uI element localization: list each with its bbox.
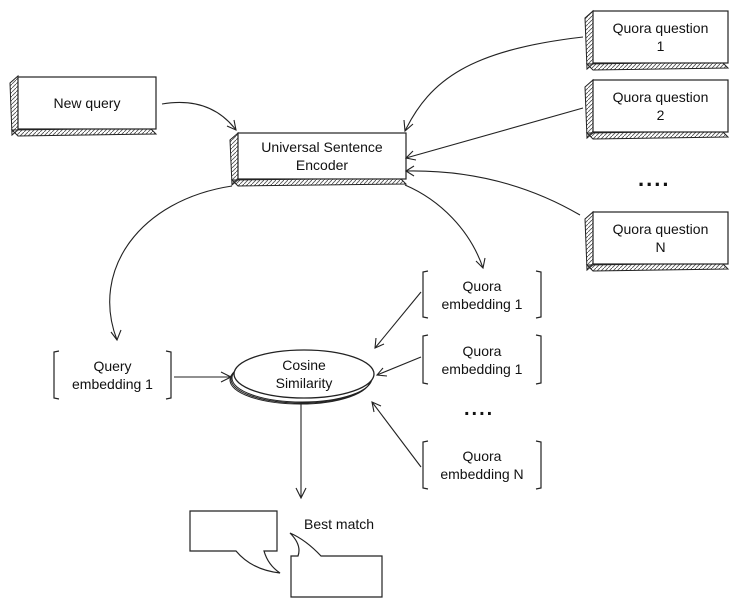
quora-question-1-label: Quora question 1 <box>593 11 728 63</box>
query-embedding-text-line2: embedding 1 <box>72 376 153 392</box>
encoder-text-line2: Encoder <box>295 157 349 173</box>
quora-embedding-2-text-line1: Quora <box>462 342 502 359</box>
cosine-similarity-text-line2: Similarity <box>275 375 333 391</box>
quora-question-2-box <box>584 78 730 140</box>
questions-ellipsis: .... <box>638 166 671 191</box>
quora-embedding-n-box <box>422 440 542 490</box>
new-query-text: New query <box>53 95 121 111</box>
quora-embedding-1-text-line1: Quora <box>462 277 502 294</box>
quora-embedding-1-text-line2: embedding 1 <box>441 295 523 312</box>
quora-question-n-text-line2: N <box>655 239 666 255</box>
encoder-box <box>229 131 408 187</box>
quora-question-1-text-line1: Quora question <box>612 20 709 36</box>
best-match-bubbles <box>189 510 383 598</box>
quora-question-n-text-line1: Quora question <box>612 221 709 237</box>
quora-embedding-n-text-line2: embedding N <box>440 466 524 482</box>
quora-question-n-label: Quora question N <box>593 212 728 264</box>
query-embedding-label: Query embedding 1 <box>54 351 171 399</box>
cosine-similarity-label: Cosine Similarity <box>234 350 374 398</box>
quora-question-2-text-line2: 2 <box>656 107 665 123</box>
encoder-label: Universal Sentence Encoder <box>238 133 406 179</box>
query-embedding-box <box>53 350 172 400</box>
quora-embedding-1-label: Quora embedding 1 <box>423 271 541 318</box>
quora-question-n-box <box>584 210 730 272</box>
quora-question-1-box <box>584 9 730 71</box>
quora-embedding-2-label: Quora embedding 1 <box>423 335 541 384</box>
embeddings-ellipsis: .... <box>464 398 495 420</box>
quora-embedding-2-text-line2: embedding 1 <box>441 360 523 377</box>
new-query-label: New query <box>18 77 156 129</box>
quora-question-2-text-line1: Quora question <box>612 89 709 105</box>
quora-embedding-1-box <box>422 270 542 319</box>
arrows <box>109 36 584 500</box>
quora-embedding-n-text-line1: Quora <box>462 448 502 464</box>
quora-question-1-text-line2: 1 <box>656 38 665 54</box>
quora-question-2-label: Quora question 2 <box>593 80 728 132</box>
quora-embedding-n-label: Quora embedding N <box>423 441 541 489</box>
quora-embedding-2-box <box>422 334 542 385</box>
query-embedding-text-line1: Query <box>93 358 132 374</box>
encoder-text-line1: Universal Sentence <box>261 139 383 155</box>
cosine-similarity-node <box>229 349 375 405</box>
new-query-box <box>9 74 158 137</box>
best-match-label: Best match <box>304 516 375 532</box>
cosine-similarity-text-line1: Cosine <box>282 357 326 373</box>
